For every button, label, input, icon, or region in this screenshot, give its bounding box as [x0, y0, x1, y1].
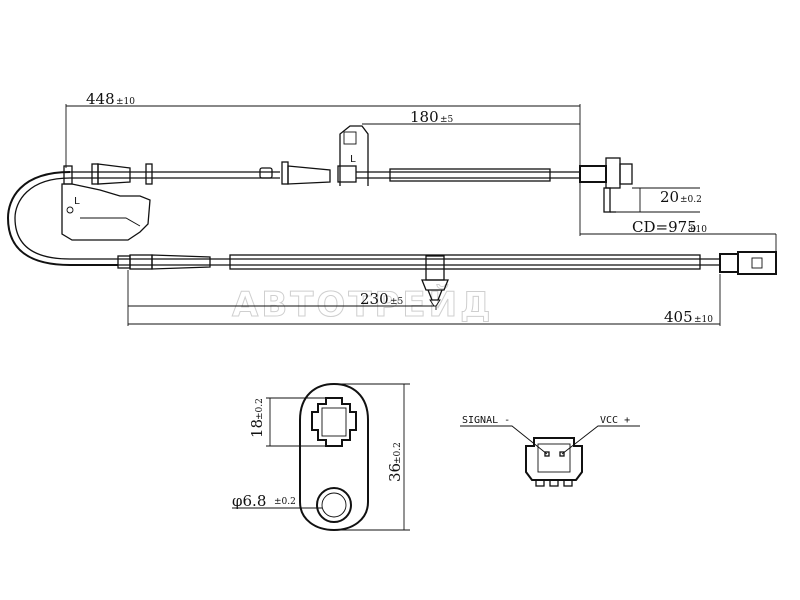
watermark-text: АВТОТРЕЙД: [232, 284, 493, 325]
dimension-180: 180 ±5: [362, 108, 580, 126]
bracket-left-label: L: [74, 196, 80, 207]
clip-3: [337, 165, 357, 183]
svg-text:±10: ±10: [694, 315, 713, 325]
svg-text:±0.2: ±0.2: [393, 442, 403, 464]
svg-text:20: 20: [660, 188, 679, 206]
dimension-405: 405 ±10: [128, 274, 721, 326]
mounting-hole: [316, 487, 352, 523]
connector-pinout-view: SIGNAL - VCC +: [460, 415, 640, 487]
svg-text:±0.2: ±0.2: [680, 195, 702, 205]
svg-text:405: 405: [664, 308, 693, 326]
vcc-label: VCC +: [600, 415, 630, 426]
svg-text:36: 36: [386, 463, 404, 482]
dimension-448: 448 ±10: [65, 90, 581, 168]
svg-text:±0.2: ±0.2: [255, 398, 265, 420]
flange-outline: [299, 382, 369, 532]
dimension-18: 18 ±0.2: [248, 397, 326, 447]
svg-text:φ6.8: φ6.8: [232, 492, 266, 510]
svg-text:CD=975: CD=975: [632, 218, 697, 236]
signal-label: SIGNAL -: [462, 415, 510, 426]
cable-assembly: L L: [6, 125, 777, 307]
svg-text:±5: ±5: [390, 297, 404, 307]
svg-text:180: 180: [410, 108, 439, 126]
svg-text:±5: ±5: [440, 115, 454, 125]
svg-text:±10: ±10: [688, 225, 707, 235]
svg-text:±0.2: ±0.2: [274, 497, 296, 507]
dimension-20: 20 ±0.2: [616, 187, 702, 213]
sensor-head: [579, 157, 633, 213]
dimension-230: 230 ±5: [127, 270, 437, 326]
clip-2: [281, 161, 289, 185]
grommet-lower: [117, 255, 131, 269]
grommet-left: [63, 165, 73, 185]
svg-text:±10: ±10: [116, 97, 135, 107]
pin-signal: [544, 451, 550, 457]
push-clip: [421, 255, 449, 307]
svg-text:18: 18: [248, 419, 266, 438]
bracket-top-label: L: [350, 154, 356, 165]
grommet-sleeve: [97, 163, 131, 185]
dimension-phi: φ6.8 ±0.2: [232, 492, 322, 510]
flange-sensor-square: [311, 397, 357, 447]
cable-loop: [6, 171, 118, 266]
svg-text:230: 230: [360, 290, 389, 308]
clip-1: [145, 163, 153, 185]
connector-face: [525, 437, 583, 481]
bracket-top: [339, 125, 369, 186]
svg-text:448: 448: [86, 90, 115, 108]
bracket-left: [61, 183, 151, 241]
sensor-flange-view: [299, 382, 369, 532]
dimension-cd: CD=975 ±10: [579, 182, 777, 252]
pin-vcc: [559, 451, 565, 457]
connector-right: [719, 251, 777, 275]
dimension-36: 36 ±0.2: [340, 383, 410, 531]
